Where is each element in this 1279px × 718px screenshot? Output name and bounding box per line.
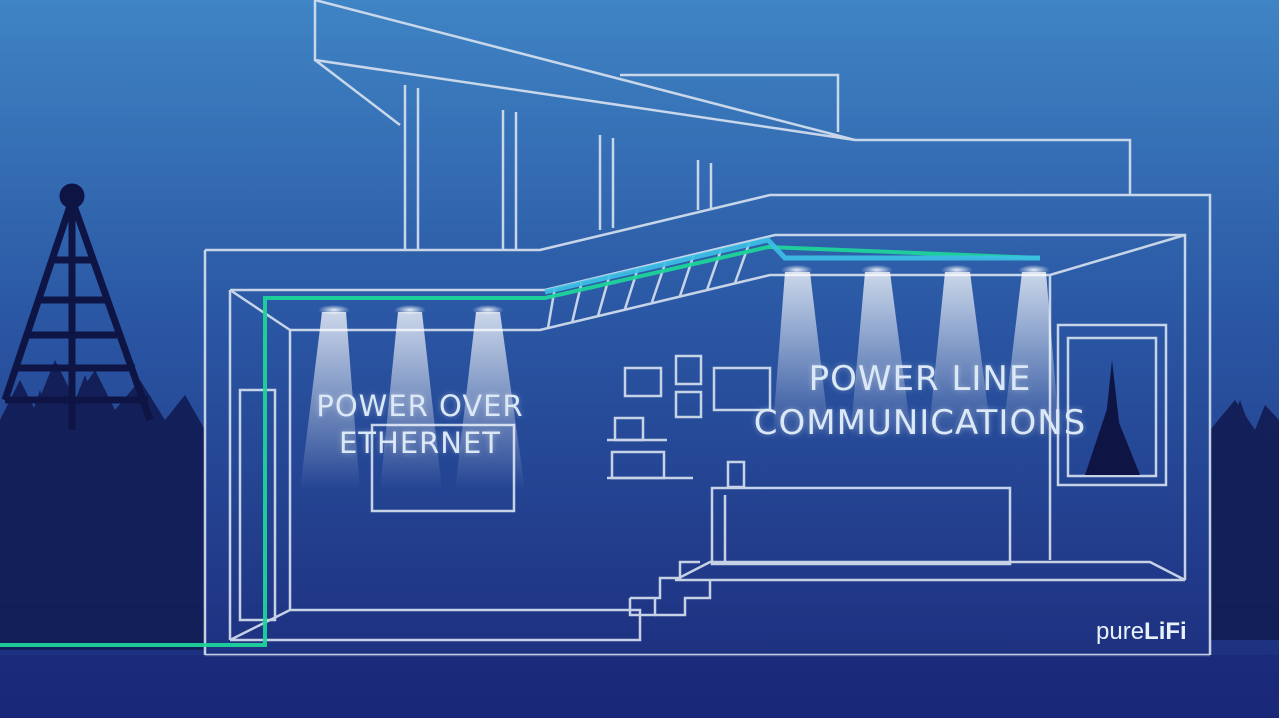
power-over-ethernet-label: POWER OVER ETHERNET <box>300 388 540 462</box>
light-fixture <box>850 265 912 440</box>
plc-line-1: POWER LINE <box>808 359 1032 399</box>
forest-left <box>0 360 205 650</box>
ground <box>0 655 1279 718</box>
light-fixture <box>380 305 442 490</box>
ethernet-cable <box>0 244 1041 647</box>
tower <box>1 183 154 430</box>
light-fixture <box>1002 265 1060 440</box>
window-tree <box>1085 360 1140 475</box>
plc-line-2: COMMUNICATIONS <box>753 403 1087 443</box>
poe-line-2: ETHERNET <box>338 426 502 460</box>
purelifi-logo: pureLiFi <box>1096 618 1187 646</box>
poe-line-1: POWER OVER <box>316 389 524 423</box>
light-fixture <box>300 305 360 490</box>
light-fixture <box>928 265 992 440</box>
logo-prefix: pure <box>1096 618 1145 645</box>
ceiling-lights <box>300 265 1060 490</box>
power-line-communications-label: POWER LINE COMMUNICATIONS <box>735 357 1105 445</box>
light-fixture <box>455 305 525 490</box>
forest-right <box>1210 400 1279 640</box>
logo-suffix: LiFi <box>1144 618 1187 645</box>
house-outline <box>203 0 1212 657</box>
powerline-cable <box>544 237 1040 295</box>
light-fixture <box>772 265 830 440</box>
